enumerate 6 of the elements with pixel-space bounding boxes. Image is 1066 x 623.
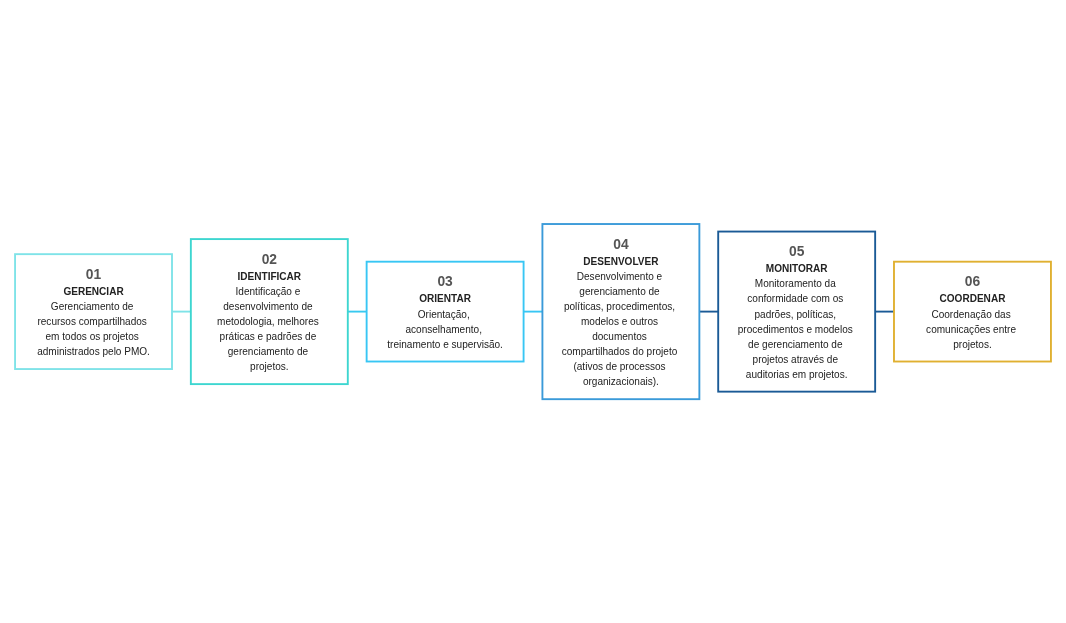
node-box: 06 COORDENAR Coordenação das comunicações entre projetos. <box>893 260 1052 363</box>
node-box: 01 GERENCIAR Gerenciamento de recursos compartilhados em todos os projetos administrados pelo PMO. <box>14 253 173 370</box>
node-box: 02 IDENTIFICAR Identificação e desenvolvimento de metodologia, melhores práticas e padrões de gerenciamento de projetos. <box>189 238 349 385</box>
node-box: 04 DESENVOLVER Desenvolvimento e gerenciamento de políticas, procedimentos, modelos e outros documentos compartilhados do projeto (ativos de processos organizacionais). <box>541 222 701 400</box>
node-box: 03 ORIENTAR Orientação, aconselhamento, treinamento e supervisão. <box>365 260 525 363</box>
node-box: 05 MONITORAR Monitoramento da conformidade com os padrões, políticas, procedimentos e modelos de gerenciamento de projetos através de auditorias em projetos. <box>717 230 877 393</box>
